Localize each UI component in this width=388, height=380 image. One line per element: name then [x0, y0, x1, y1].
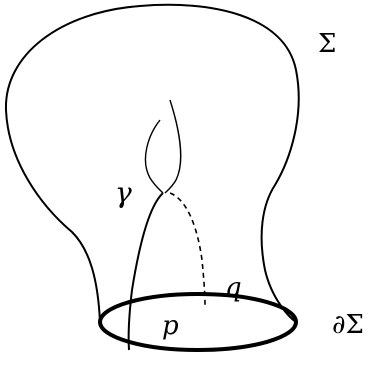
loop-left-arc	[144, 119, 164, 194]
label-p: p	[162, 311, 179, 341]
loop-right-arc	[164, 99, 182, 194]
surface-outline	[4, 3, 300, 323]
gamma-curve	[127, 192, 164, 351]
label-q: q	[225, 273, 242, 303]
boundary-ellipse	[98, 292, 298, 352]
label-gamma: γ	[115, 176, 132, 209]
gamma-hidden-curve	[169, 192, 206, 306]
label-sigma: Σ	[318, 29, 336, 59]
label-boundary: ∂Σ	[332, 310, 364, 340]
